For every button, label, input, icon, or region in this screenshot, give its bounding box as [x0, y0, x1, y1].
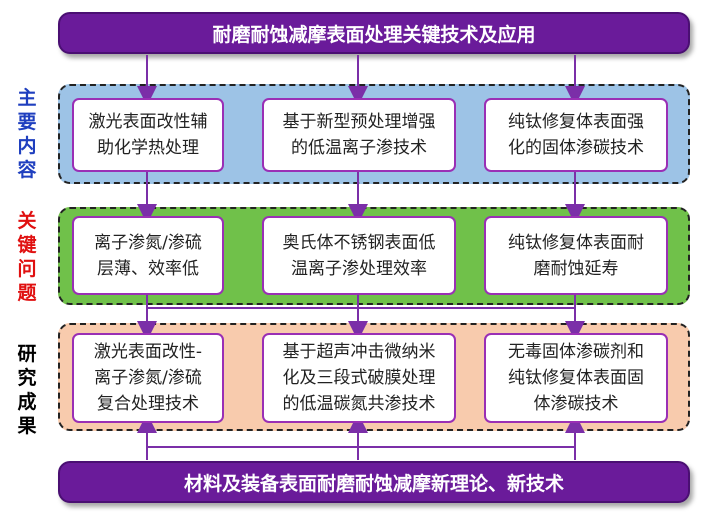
- side-label-char: 究: [17, 367, 37, 389]
- side-label-char: 主: [17, 87, 37, 109]
- side-label-char: 关: [17, 210, 37, 232]
- box-text-line: 复合处理技术: [96, 394, 199, 414]
- box-text-line: 奥氏体不锈钢表面低: [282, 232, 436, 253]
- side-label-char: 容: [17, 159, 37, 181]
- side-label-char: 题: [17, 282, 37, 304]
- side-label-char: 键: [17, 234, 37, 256]
- box-text-line: 激光表面改性-: [93, 342, 203, 362]
- side-label-char: 内: [17, 135, 37, 157]
- side-label-char: 果: [17, 415, 37, 437]
- box-research-result-3: 无毒固体渗碳剂和纯钛修复体表面固体渗碳技术: [484, 333, 668, 423]
- box-text-line: 无毒固体渗碳剂和: [508, 342, 644, 362]
- side-label-main-content: 主要内容: [10, 86, 44, 182]
- side-label-char: 要: [17, 111, 37, 133]
- box-text-line: 层薄、效率低: [96, 258, 199, 279]
- foundation-banner: 材料及装备表面耐磨耐蚀减摩新理论、新技术: [58, 461, 690, 503]
- box-text-line: 磨耐蚀延寿: [533, 258, 619, 279]
- box-text-line: 助化学热处理: [97, 138, 199, 158]
- box-text-line: 纯钛修复体表面耐: [508, 232, 644, 253]
- box-text-line: 体渗碳技术: [533, 394, 619, 414]
- box-main-content-2: 基于新型预处理增强的低温离子渗技术: [262, 98, 456, 172]
- side-label-char: 成: [17, 391, 37, 413]
- box-text-line: 基于超声冲击微纳米: [282, 342, 436, 362]
- box-key-problem-2: 奥氏体不锈钢表面低温离子渗处理效率: [262, 216, 456, 295]
- box-text-line: 纯钛修复体表面强: [508, 112, 644, 132]
- box-text-line: 的低温碳氮共渗技术: [282, 394, 436, 414]
- side-label-key-problems: 关键问题: [10, 209, 44, 305]
- box-text-line: 离子渗氮/渗硫: [94, 232, 202, 253]
- box-main-content-1: 激光表面改性辅助化学热处理: [72, 98, 224, 172]
- box-research-result-1: 激光表面改性- 离子渗氮/渗硫复合处理技术: [72, 333, 224, 423]
- box-text-line: 离子渗氮/渗硫: [94, 368, 202, 388]
- box-research-result-2: 基于超声冲击微纳米化及三段式破膜处理的低温碳氮共渗技术: [262, 333, 456, 423]
- connector-bottom: [146, 446, 576, 460]
- box-text-line: 温离子渗处理效率: [291, 258, 427, 279]
- side-label-char: 研: [17, 343, 37, 365]
- box-text-line: 激光表面改性辅: [88, 112, 208, 132]
- side-label-research-results: 研究成果: [10, 342, 44, 438]
- connector-row2-row3: [146, 305, 576, 309]
- box-text-line: 基于新型预处理增强: [282, 112, 436, 132]
- title-banner: 耐磨耐蚀减摩表面处理关键技术及应用: [58, 12, 690, 54]
- box-text-line: 的低温离子渗技术: [291, 138, 427, 158]
- box-text-line: 化的固体渗碳技术: [508, 138, 644, 158]
- box-text-line: 纯钛修复体表面固: [508, 368, 644, 388]
- side-label-char: 问: [17, 258, 37, 280]
- box-key-problem-3: 纯钛修复体表面耐磨耐蚀延寿: [484, 216, 668, 295]
- box-key-problem-1: 离子渗氮/渗硫层薄、效率低: [72, 216, 224, 295]
- box-main-content-3: 纯钛修复体表面强化的固体渗碳技术: [484, 98, 668, 172]
- box-text-line: 化及三段式破膜处理: [282, 368, 436, 388]
